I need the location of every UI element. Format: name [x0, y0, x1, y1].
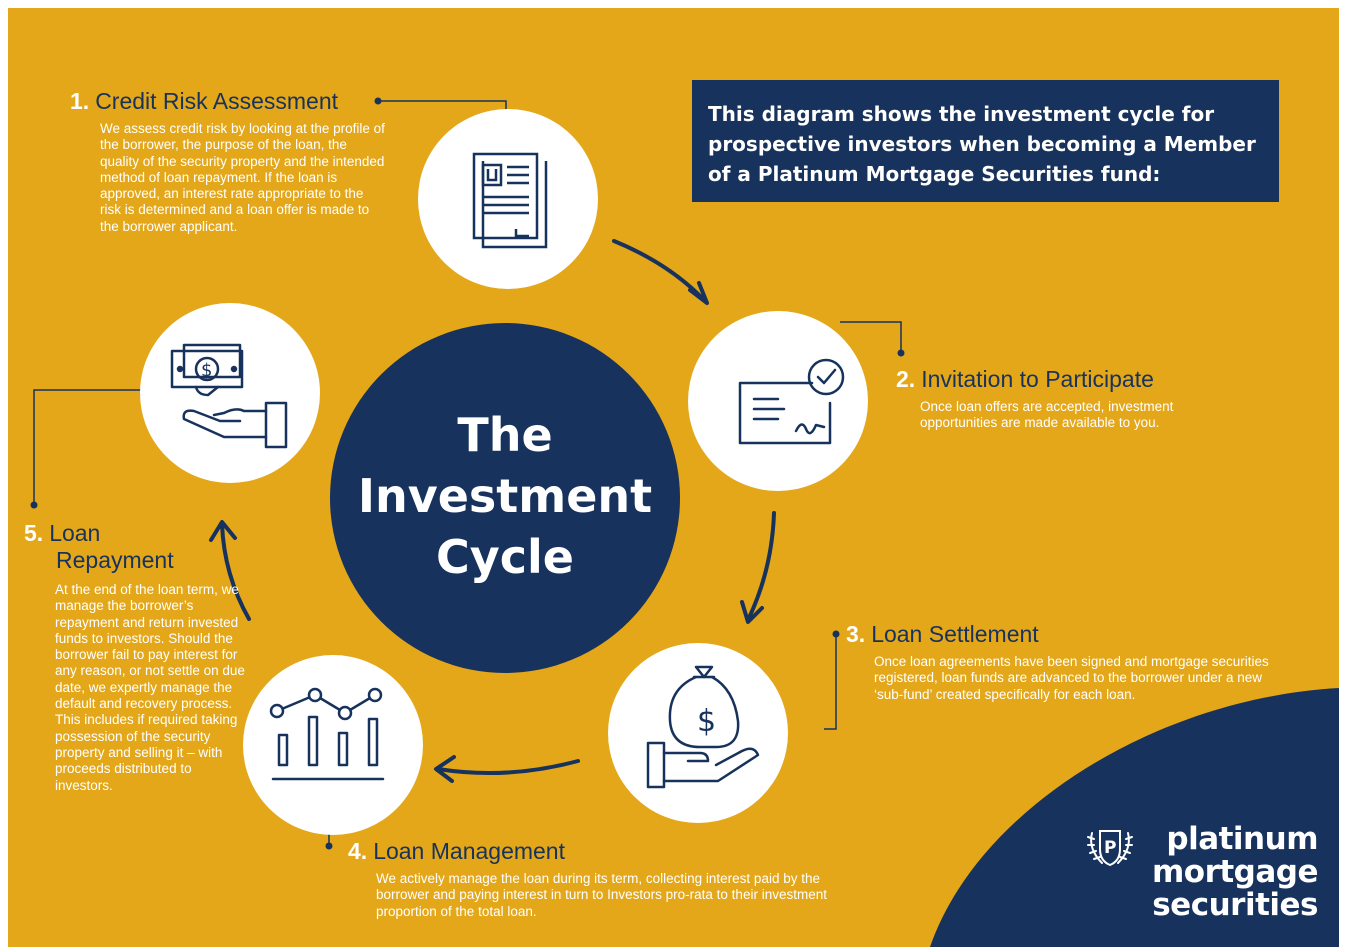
connector-dot-3 — [832, 630, 840, 638]
arrow-3-to-4 — [436, 759, 580, 775]
connector-2 — [840, 321, 902, 353]
step-4-number: 4. — [348, 838, 368, 864]
step-3-description: Once loan agreements have been signed an… — [874, 654, 1269, 702]
connector-dot-4 — [325, 842, 333, 850]
step-1-node — [418, 109, 598, 289]
step-2-node — [688, 311, 868, 491]
step-1-title-text: Credit Risk Assessment — [95, 88, 339, 114]
step-5-node: $ — [140, 303, 320, 483]
step-3-number: 3. — [846, 621, 866, 647]
arrow-3-to-4-head — [434, 755, 456, 783]
money-bag-hand-icon: $ — [646, 665, 760, 789]
step-3-title: 3.Loan Settlement — [846, 620, 1039, 648]
corner-background — [930, 688, 1339, 947]
arrow-4-to-5-head — [209, 520, 237, 542]
connector-dot-5 — [30, 501, 38, 509]
step-1-title: 1.Credit Risk Assessment — [70, 87, 338, 115]
laurel-shield-icon: P — [1087, 830, 1133, 867]
logo-emblem-letter: P — [1104, 838, 1116, 858]
connector-dot-1 — [374, 97, 382, 105]
center-title-line-3: Cycle — [436, 530, 574, 584]
arrow-2-to-3-head — [740, 600, 764, 624]
step-4-title: 4.Loan Management — [348, 837, 565, 865]
step-5-description: At the end of the loan term, we manage t… — [55, 582, 245, 793]
document-icon — [472, 152, 548, 249]
cash-in-hand-icon: $ — [170, 343, 288, 449]
connector-5 — [33, 389, 148, 505]
approved-cheque-icon — [738, 358, 845, 445]
logo-line-1: platinum — [1166, 821, 1318, 857]
infographic-panel: $ — [8, 8, 1339, 947]
step-2-number: 2. — [896, 366, 916, 392]
center-title: The Investment Cycle — [330, 405, 680, 588]
step-2-title-text: Invitation to Participate — [921, 366, 1154, 392]
intro-box: This diagram shows the investment cycle … — [692, 80, 1279, 202]
step-5-title-line-1: Loan — [49, 520, 101, 546]
step-2-title: 2.Invitation to Participate — [896, 365, 1154, 393]
bar-chart-icon — [269, 687, 385, 781]
center-title-line-2: Investment — [357, 469, 653, 523]
logo-line-3: securities — [1152, 887, 1318, 923]
step-1-number: 1. — [70, 88, 90, 114]
logo-wordmark: platinum mortgage securities — [1128, 821, 1319, 923]
svg-text:$: $ — [201, 360, 212, 381]
step-5-number: 5. — [24, 520, 44, 546]
step-5-title-line-2: Repayment — [56, 547, 174, 573]
center-title-line-1: The — [457, 408, 553, 462]
brand-logo: P platinum mortgage securities — [1078, 821, 1319, 943]
step-1-description: We assess credit risk by looking at the … — [100, 121, 385, 234]
step-4-description: We actively manage the loan during its t… — [376, 871, 827, 919]
logo-line-2: mortgage — [1151, 854, 1319, 890]
step-5-title: 5.Loan Repayment — [24, 520, 174, 574]
step-4-node — [243, 655, 423, 835]
intro-text: This diagram shows the investment cycle … — [708, 102, 1256, 186]
center-circle: The Investment Cycle — [330, 323, 680, 673]
connector-dot-2 — [897, 349, 905, 357]
svg-text:$: $ — [697, 704, 716, 739]
step-3-title-text: Loan Settlement — [871, 621, 1039, 647]
arrow-1-to-2-head — [688, 281, 709, 305]
arrow-2-to-3 — [746, 511, 776, 622]
connector-3 — [824, 634, 837, 730]
arrow-4-to-5 — [220, 522, 251, 621]
step-3-node: $ — [608, 643, 788, 823]
step-2-description: Once loan offers are accepted, investmen… — [920, 399, 1174, 431]
step-4-title-text: Loan Management — [373, 838, 565, 864]
